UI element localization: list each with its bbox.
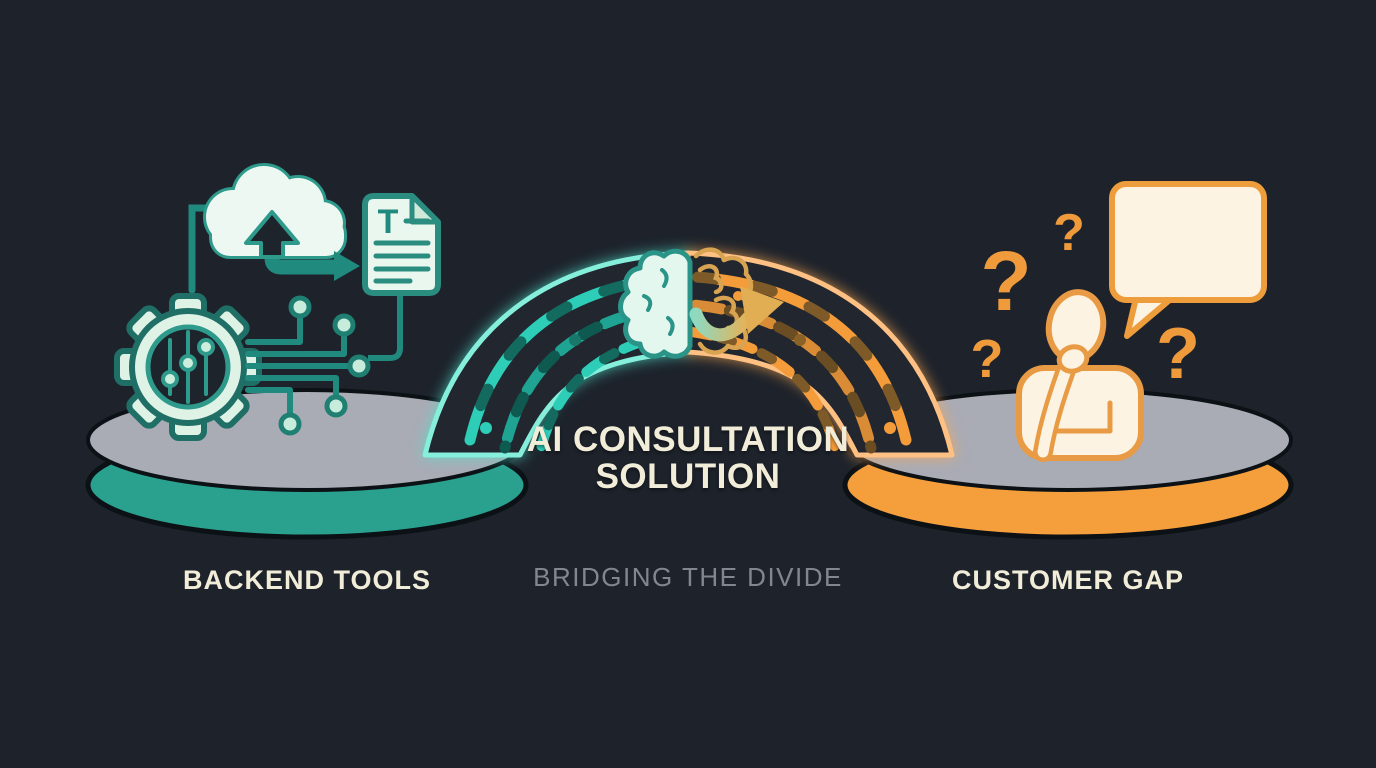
cloud-upload-icon: [188, 163, 360, 294]
title-line-2: SOLUTION: [595, 457, 781, 496]
thinking-person-icon: [1016, 289, 1144, 462]
question-mark-large: ?: [980, 234, 1031, 328]
title-line-1: AI CONSULTATION: [526, 420, 850, 459]
question-marks-icon: ? ? ? ?: [971, 204, 1200, 394]
document-icon: T: [362, 193, 441, 361]
center-subtitle: BRIDGING THE DIVIDE: [533, 562, 843, 592]
document-letter: T: [378, 203, 399, 241]
brain-icon: [618, 247, 754, 359]
question-mark-small-left: ?: [971, 329, 1004, 389]
question-mark-medium-right: ?: [1156, 314, 1200, 394]
circuit-nodes-icon: [245, 295, 371, 436]
gear-settings-icon: [114, 293, 262, 441]
speech-bubble-icon: [1109, 181, 1267, 339]
left-platform-label: BACKEND TOOLS: [182, 565, 432, 595]
right-platform-label: CUSTOMER GAP: [951, 565, 1185, 595]
question-mark-small-top: ?: [1053, 204, 1085, 262]
bridge-arrow-icon: [689, 286, 784, 342]
center-title: AI CONSULTATION SOLUTION: [527, 421, 849, 495]
